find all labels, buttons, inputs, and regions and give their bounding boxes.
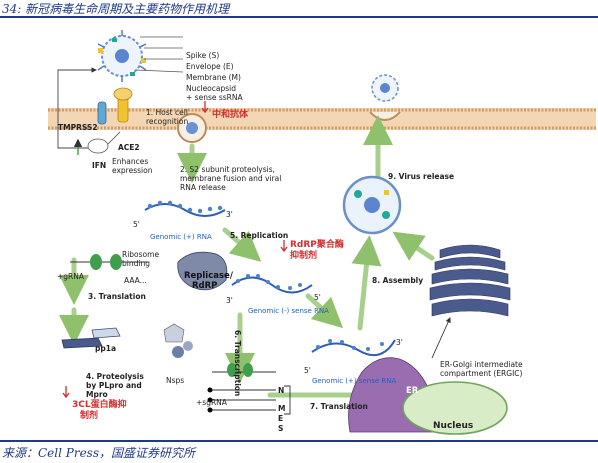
step-2-label: 2. S2 subunit proteolysis, xyxy=(180,165,276,174)
endosome-entry xyxy=(177,113,207,143)
virion-released xyxy=(369,74,401,121)
nsps-label: Nsps xyxy=(166,376,185,385)
step-7-label: 7. Translation xyxy=(310,402,368,411)
gene-s-label: S xyxy=(278,424,284,433)
genomic-plus-rna-label: Genomic (+) RNA xyxy=(150,233,212,241)
step-2-label-3: RNA release xyxy=(180,183,226,192)
golgi-apparatus xyxy=(429,244,511,317)
rna-beads-2 xyxy=(236,274,302,290)
golgi-label: Golgi xyxy=(482,330,506,339)
rna-beads-3 xyxy=(316,339,384,351)
ribosome-n xyxy=(227,363,237,377)
nucleus xyxy=(402,381,508,435)
legend-membrane: Membrane (M) xyxy=(186,73,241,82)
figure-title: 34: 新冠病毒生命周期及主要药物作用机理 xyxy=(2,2,230,16)
expression-label: expression xyxy=(112,166,153,175)
ribosome-binding-label: Ribosome xyxy=(122,250,160,259)
grna-label: +gRNA xyxy=(57,272,84,281)
genomic-plus-sense-rna-strand xyxy=(311,339,396,357)
step-1-label-2: recognition xyxy=(146,117,189,126)
genomic-plus-sense-rna-label: Genomic (+) sense RNA xyxy=(312,377,397,385)
ergic-label: ER-Golgi intermediate xyxy=(440,360,523,369)
ifn-node xyxy=(87,138,109,154)
ribosome-n2 xyxy=(243,363,253,377)
step-4-label-3: Mpro xyxy=(86,390,108,399)
step-8-label: 8. Assembly xyxy=(372,276,424,285)
drug-3cl-inhibitor-2: 制剂 xyxy=(80,411,99,421)
pp1ab-shape xyxy=(61,337,103,349)
pp1a-shape xyxy=(91,327,121,339)
virion-top xyxy=(97,30,147,82)
ergic-arrow xyxy=(431,317,451,359)
step-1-label: 1. Host cell xyxy=(146,108,188,117)
cell-membrane xyxy=(48,108,596,130)
genomic-minus-rna-strand xyxy=(231,276,313,294)
ace2-receptor xyxy=(113,87,133,123)
five-prime-1: 5' xyxy=(133,220,140,229)
gene-n-label: N xyxy=(278,386,285,395)
ifn-label: IFN xyxy=(92,161,107,170)
tmprss2-receptor xyxy=(97,101,107,125)
replicase-label: Replicase/ xyxy=(184,271,233,281)
nucleus-label: Nucleus xyxy=(433,421,474,431)
ifn-link xyxy=(107,131,121,145)
polya-label: AAA... xyxy=(124,276,147,285)
drug-3cl-inhibitor: 3CL蛋白酶抑 xyxy=(72,400,127,410)
enhances-label: Enhances xyxy=(112,157,149,166)
header-divider xyxy=(0,16,598,18)
ace2-label: ACE2 xyxy=(118,143,140,152)
step-4-label: 4. Proteolysis xyxy=(86,372,144,381)
grna-translation xyxy=(70,254,148,270)
sgrna-caps xyxy=(207,387,213,413)
source-note: 来源：Cell Press，国盛证券研究所 xyxy=(2,446,196,460)
pp1a-label: pp1a xyxy=(95,344,117,353)
flow-arrows xyxy=(59,115,435,410)
gene-m-label: M xyxy=(278,404,286,413)
three-prime-3: 3' xyxy=(396,338,403,347)
er-label: ER xyxy=(406,386,419,396)
ribosome-binding-label-2: binding xyxy=(122,259,150,268)
three-prime-1: 3' xyxy=(226,210,233,219)
tmprss2-label: TMPRSS2 xyxy=(58,123,98,132)
five-prime-2: 5' xyxy=(314,293,321,302)
rna-beads-1 xyxy=(147,200,223,214)
structural-bracket xyxy=(284,385,291,415)
footer-divider xyxy=(0,440,598,442)
drug-rdrp-inhibitor-2: 抑制剂 xyxy=(290,251,318,261)
drug-neutralizing-antibody: 中和抗体 xyxy=(212,110,249,120)
step-5-label: 5. Replication xyxy=(230,231,289,240)
rdrp-label: RdRP xyxy=(192,281,218,291)
nsps-cluster xyxy=(163,323,193,358)
genomic-plus-rna-strand xyxy=(144,203,226,217)
assembly-vesicle xyxy=(342,175,402,235)
legend-nucleocapsid: Nucleocapsid xyxy=(186,84,237,93)
legend-leaders xyxy=(135,36,184,73)
five-prime-3: 5' xyxy=(304,366,311,375)
legend-envelope: Envelope (E) xyxy=(186,62,234,71)
legend-ssrna: + sense ssRNA xyxy=(186,93,243,102)
step-3-label: 3. Translation xyxy=(88,292,146,301)
legend-spike: Spike (S) xyxy=(186,51,220,60)
replicase-rdrp-complex xyxy=(177,251,228,291)
ergic-label-2: compartment (ERGIC) xyxy=(440,369,523,378)
drug-inhibitor-markers xyxy=(62,101,288,399)
genomic-minus-rna-label: Genomic (-) sense RNA xyxy=(248,307,329,315)
lifecycle-diagram xyxy=(48,30,596,435)
step-9-label: 9. Virus release xyxy=(388,172,455,181)
gene-e-label: E xyxy=(278,414,284,423)
sgrna-label: +sgRNA xyxy=(196,398,227,407)
three-prime-2: 3' xyxy=(226,296,233,305)
step-4-label-2: by PLpro and xyxy=(86,381,142,390)
step-2-label-2: membrane fusion and viral xyxy=(180,174,282,183)
step-6-label: 6. Transcription xyxy=(233,330,242,397)
drug-rdrp-inhibitor: RdRP聚合酶 xyxy=(290,240,344,250)
pp1ab-label: pp1ab xyxy=(66,356,93,365)
